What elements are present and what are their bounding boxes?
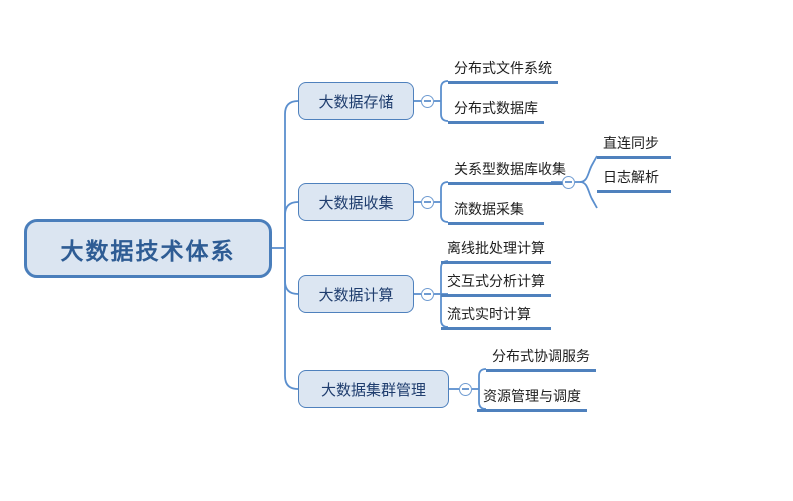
leaf-node[interactable]: 直连同步 xyxy=(597,135,671,159)
leaf-node[interactable]: 离线批处理计算 xyxy=(441,240,551,264)
leaf-node[interactable]: 资源管理与调度 xyxy=(477,388,587,412)
leaf-node[interactable]: 分布式协调服务 xyxy=(486,348,596,372)
branch-node-computing[interactable]: 大数据计算 xyxy=(298,275,414,313)
leaf-node[interactable]: 流数据采集 xyxy=(448,201,544,225)
root-node[interactable]: 大数据技术体系 xyxy=(24,219,272,278)
collapse-minus-icon[interactable] xyxy=(421,196,434,209)
collapse-minus-icon[interactable] xyxy=(421,95,434,108)
collapse-minus-icon[interactable] xyxy=(459,383,472,396)
leaf-node[interactable]: 交互式分析计算 xyxy=(441,273,551,297)
branch-node-collection[interactable]: 大数据收集 xyxy=(298,183,414,221)
leaf-node[interactable]: 分布式文件系统 xyxy=(448,60,558,84)
leaf-node[interactable]: 流式实时计算 xyxy=(441,306,551,330)
leaf-node[interactable]: 日志解析 xyxy=(597,169,671,193)
collapse-minus-icon[interactable] xyxy=(421,288,434,301)
collapse-minus-icon[interactable] xyxy=(562,176,575,189)
branch-node-cluster-management[interactable]: 大数据集群管理 xyxy=(298,370,449,408)
leaf-node[interactable]: 分布式数据库 xyxy=(448,100,544,124)
leaf-node[interactable]: 关系型数据库收集 xyxy=(448,161,572,185)
branch-node-storage[interactable]: 大数据存储 xyxy=(298,82,414,120)
